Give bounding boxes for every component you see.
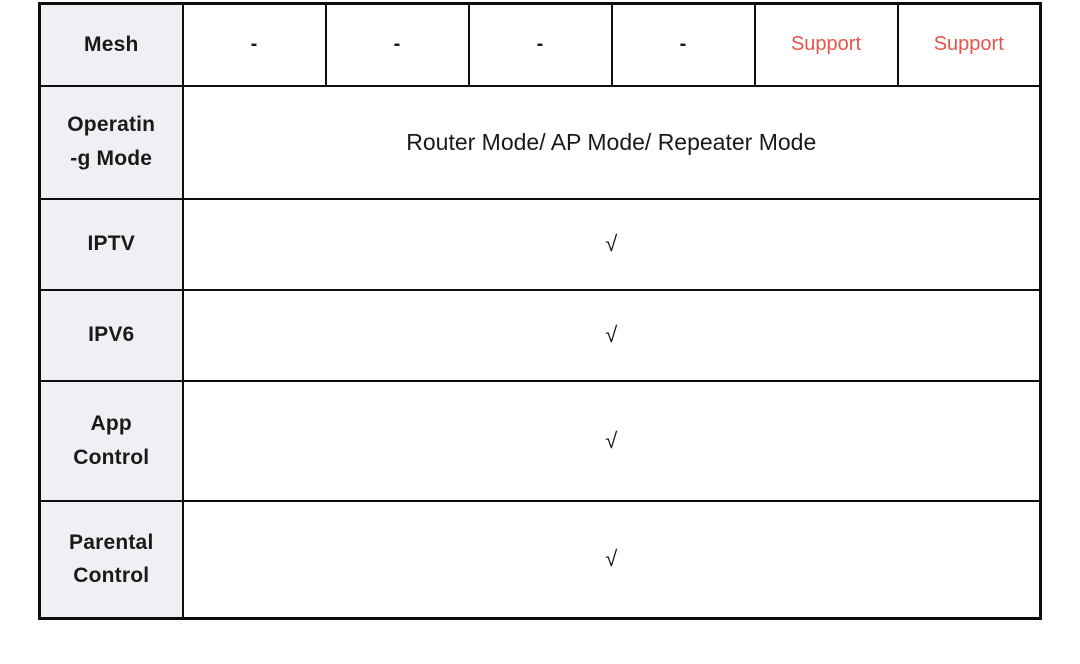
mesh-cell-3: - <box>467 2 613 87</box>
table-row-ipv6: IPV6 √ <box>38 288 1042 382</box>
table-row-parental-control: Parental Control √ <box>38 499 1042 620</box>
row-header-iptv: IPTV <box>38 197 184 291</box>
table-row-iptv: IPTV √ <box>38 197 1042 291</box>
mesh-cell-6: Support <box>896 2 1042 87</box>
iptv-checkmark: √ <box>181 197 1042 291</box>
row-header-operating-mode: Operatin -g Mode <box>38 84 184 200</box>
mesh-cell-2: - <box>324 2 470 87</box>
row-header-ipv6: IPV6 <box>38 288 184 382</box>
app-control-checkmark: √ <box>181 379 1042 502</box>
mesh-cell-5: Support <box>753 2 899 87</box>
table-row-app-control: App Control √ <box>38 379 1042 502</box>
row-header-app-control: App Control <box>38 379 184 502</box>
router-spec-comparison-table: Mesh - - - - Support Support Operatin -g… <box>38 2 1042 620</box>
table-row-mesh: Mesh - - - - Support Support <box>38 2 1042 87</box>
operating-mode-value: Router Mode/ AP Mode/ Repeater Mode <box>181 84 1042 200</box>
table-row-operating-mode: Operatin -g Mode Router Mode/ AP Mode/ R… <box>38 84 1042 200</box>
mesh-cell-4: - <box>610 2 756 87</box>
row-header-mesh: Mesh <box>38 2 184 87</box>
row-header-parental-control: Parental Control <box>38 499 184 620</box>
parental-control-checkmark: √ <box>181 499 1042 620</box>
mesh-cell-1: - <box>181 2 327 87</box>
ipv6-checkmark: √ <box>181 288 1042 382</box>
